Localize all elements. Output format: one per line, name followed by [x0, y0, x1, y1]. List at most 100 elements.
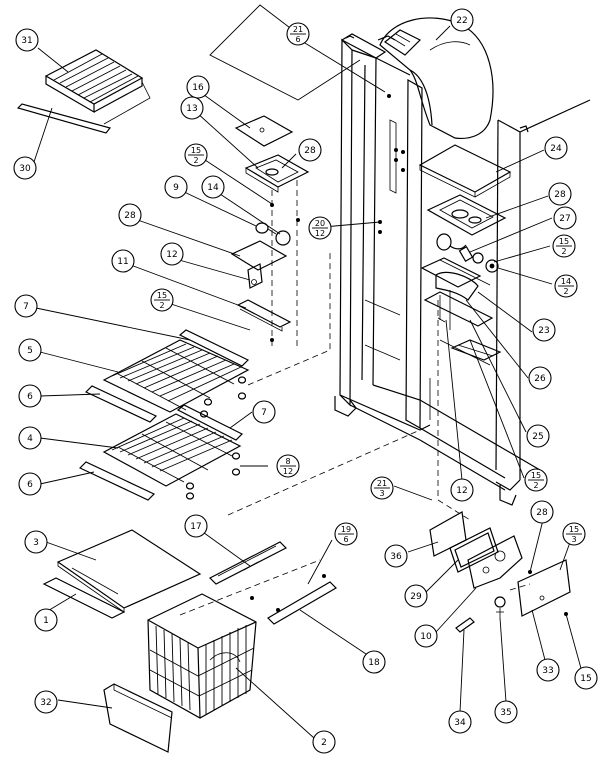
shelf-rail-7a — [178, 329, 250, 367]
svg-text:26: 26 — [534, 374, 546, 384]
callout-7-a: 7 — [14, 294, 38, 318]
svg-text:20: 20 — [315, 219, 325, 228]
shelf-trim-6a — [84, 385, 158, 423]
svg-text:33: 33 — [542, 666, 553, 676]
svg-text:27: 27 — [559, 214, 570, 224]
svg-text:28: 28 — [554, 190, 566, 200]
svg-text:6: 6 — [295, 35, 300, 44]
svg-text:8: 8 — [285, 457, 290, 466]
callout-30: 30 — [13, 156, 37, 180]
svg-text:15: 15 — [569, 525, 579, 534]
svg-text:11: 11 — [117, 257, 128, 267]
svg-text:12: 12 — [283, 467, 293, 476]
svg-text:21: 21 — [377, 479, 387, 488]
shelf-supports-8 — [185, 376, 247, 500]
callout-22: 22 — [450, 8, 474, 32]
svg-text:13: 13 — [186, 104, 197, 114]
callout-17: 17 — [184, 514, 208, 538]
light-bulb-socket-27 — [436, 233, 499, 273]
svg-text:16: 16 — [192, 83, 204, 93]
callout-28-a: 28 — [298, 138, 322, 162]
svg-text:15: 15 — [157, 291, 167, 300]
svg-text:5: 5 — [27, 346, 33, 356]
svg-text:6: 6 — [27, 480, 33, 490]
svg-text:24: 24 — [550, 144, 562, 154]
callout-12-a: 12 — [160, 242, 184, 266]
callout-14-a: 14 — [201, 175, 225, 199]
svg-text:17: 17 — [190, 522, 201, 532]
spring-35 — [494, 596, 506, 618]
svg-text:12: 12 — [456, 486, 467, 496]
callout-5: 5 — [18, 338, 42, 362]
evaporator-cover-24 — [418, 144, 512, 198]
svg-text:2: 2 — [563, 287, 568, 296]
dispenser-panel-36 — [429, 511, 467, 557]
callout-8-12: 8 12 — [276, 454, 300, 478]
light-cover-16 — [234, 115, 294, 147]
callout-16: 16 — [186, 75, 210, 99]
svg-text:1: 1 — [43, 616, 49, 626]
svg-text:25: 25 — [532, 432, 543, 442]
svg-text:12: 12 — [166, 250, 177, 260]
svg-text:15: 15 — [191, 146, 201, 155]
svg-text:22: 22 — [456, 16, 467, 26]
svg-text:9: 9 — [173, 183, 179, 193]
door-frame-10 — [467, 535, 523, 589]
callout-33: 33 — [536, 658, 560, 682]
svg-text:15: 15 — [559, 237, 569, 246]
wire-shelf-4 — [102, 413, 242, 487]
svg-text:10: 10 — [420, 632, 432, 642]
svg-text:23: 23 — [538, 326, 549, 336]
svg-text:14: 14 — [207, 183, 219, 193]
svg-text:32: 32 — [40, 698, 51, 708]
callout-13: 13 — [180, 96, 204, 120]
svg-text:6: 6 — [343, 535, 348, 544]
svg-text:2: 2 — [561, 247, 566, 256]
svg-text:28: 28 — [124, 211, 136, 221]
ice-tray-bar-30 — [16, 103, 112, 134]
svg-text:36: 36 — [390, 552, 402, 562]
svg-text:28: 28 — [536, 508, 548, 518]
svg-text:7: 7 — [261, 408, 267, 418]
callout-21-3: 21 3 — [370, 476, 394, 500]
callout-15-2-d: 15 2 — [524, 468, 548, 492]
callout-28-c: 28 — [548, 182, 572, 206]
wire-shelf-5 — [102, 339, 250, 413]
drawer-slide-17 — [208, 541, 288, 585]
svg-text:3: 3 — [379, 489, 384, 498]
svg-text:2: 2 — [159, 301, 164, 310]
air-duct-housing — [379, 17, 494, 140]
svg-text:29: 29 — [410, 592, 422, 602]
svg-text:21: 21 — [293, 25, 303, 34]
callout-6-a: 6 — [18, 384, 42, 408]
drawer-cover-3 — [56, 529, 202, 613]
callout-21-6: 21 6 — [286, 22, 310, 46]
svg-text:3: 3 — [33, 538, 39, 548]
callout-20-12: 20 12 — [308, 216, 332, 240]
callout-18: 18 — [362, 650, 386, 674]
callout-11: 11 — [111, 249, 135, 273]
shelf-rail-7b — [176, 404, 244, 441]
shelf-trim-6b — [78, 461, 156, 501]
svg-text:28: 28 — [304, 146, 316, 156]
callout-31: 31 — [15, 28, 39, 52]
callout-15-3: 15 3 — [562, 522, 586, 546]
callout-28-b: 28 — [118, 203, 142, 227]
svg-text:7: 7 — [23, 302, 29, 312]
basket-front-32 — [103, 683, 173, 753]
callout-28-d: 28 — [530, 500, 554, 524]
control-bracket-23 — [420, 257, 494, 330]
pivot-pin-34 — [455, 617, 475, 633]
freezer-liner-cabinet — [334, 33, 591, 506]
svg-text:30: 30 — [19, 164, 31, 174]
leader-lines — [33, 4, 583, 739]
light-housing-28 — [426, 194, 507, 236]
callout-14-2: 14 2 — [554, 274, 578, 298]
control-bracket-28 — [230, 240, 288, 289]
callout-15-2-c: 15 2 — [552, 234, 576, 258]
callout-3: 3 — [24, 530, 48, 554]
callout-6-b: 6 — [18, 472, 42, 496]
callout-2: 2 — [312, 730, 336, 754]
callout-7-b: 7 — [252, 400, 276, 424]
